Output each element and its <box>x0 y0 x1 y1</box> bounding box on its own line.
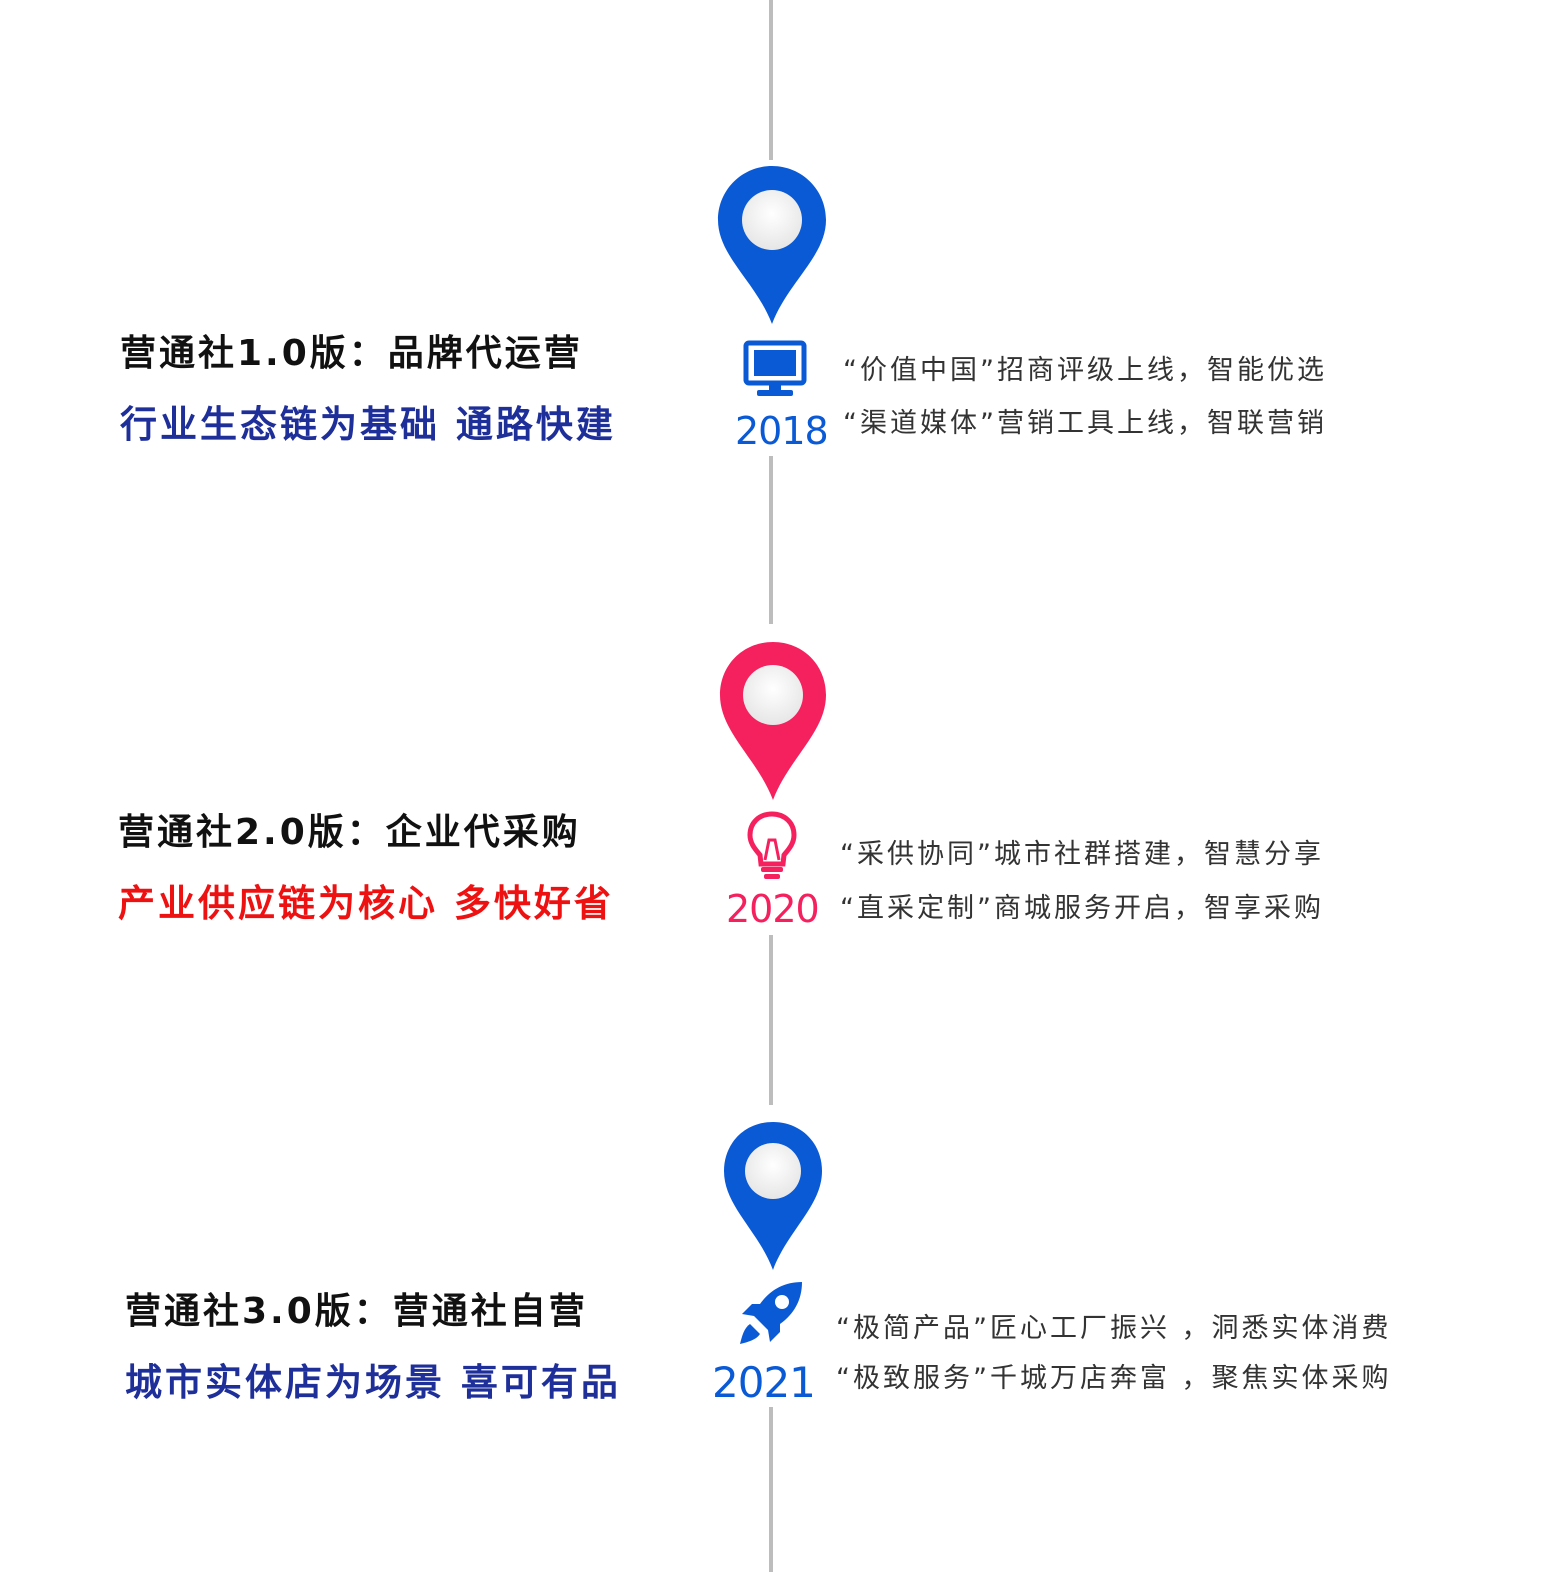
year-label: 2021 <box>712 1358 816 1407</box>
milestone-desc-line: “采供协同”城市社群搭建，智慧分享 <box>840 839 1324 870</box>
milestone-desc-line: “渠道媒体”营销工具上线，智联营销 <box>843 408 1327 439</box>
year-label: 2020 <box>726 887 820 931</box>
map-pin-icon <box>722 1120 824 1272</box>
milestone-subtitle: 城市实体店为场景 喜可有品 <box>125 1361 621 1404</box>
milestone-desc-line: “极致服务”千城万店奔富 ，聚焦实体采购 <box>836 1363 1392 1394</box>
map-pin-icon <box>716 164 828 326</box>
rocket-icon <box>736 1278 806 1352</box>
milestone-title: 营通社3.0版：营通社自营 <box>125 1291 588 1332</box>
timeline-line-segment <box>769 935 773 1105</box>
monitor-icon <box>743 340 807 402</box>
milestone-desc-line: “极简产品”匠心工厂振兴 ，洞悉实体消费 <box>836 1313 1392 1344</box>
map-pin-icon <box>718 640 828 802</box>
milestone-desc-line: “直采定制”商城服务开启，智享采购 <box>840 893 1324 924</box>
milestone-title: 营通社2.0版：企业代采购 <box>118 812 581 853</box>
milestone-subtitle: 产业供应链为核心 多快好省 <box>118 882 614 925</box>
timeline-line-segment <box>769 0 773 160</box>
year-label: 2018 <box>735 409 829 453</box>
timeline-line-segment <box>769 456 773 624</box>
milestone-subtitle: 行业生态链为基础 通路快建 <box>120 403 616 446</box>
milestone-title: 营通社1.0版：品牌代运营 <box>120 333 583 374</box>
milestone-desc-line: “价值中国”招商评级上线，智能优选 <box>843 355 1327 386</box>
timeline-line-segment <box>769 1407 773 1572</box>
lightbulb-icon <box>746 810 798 886</box>
